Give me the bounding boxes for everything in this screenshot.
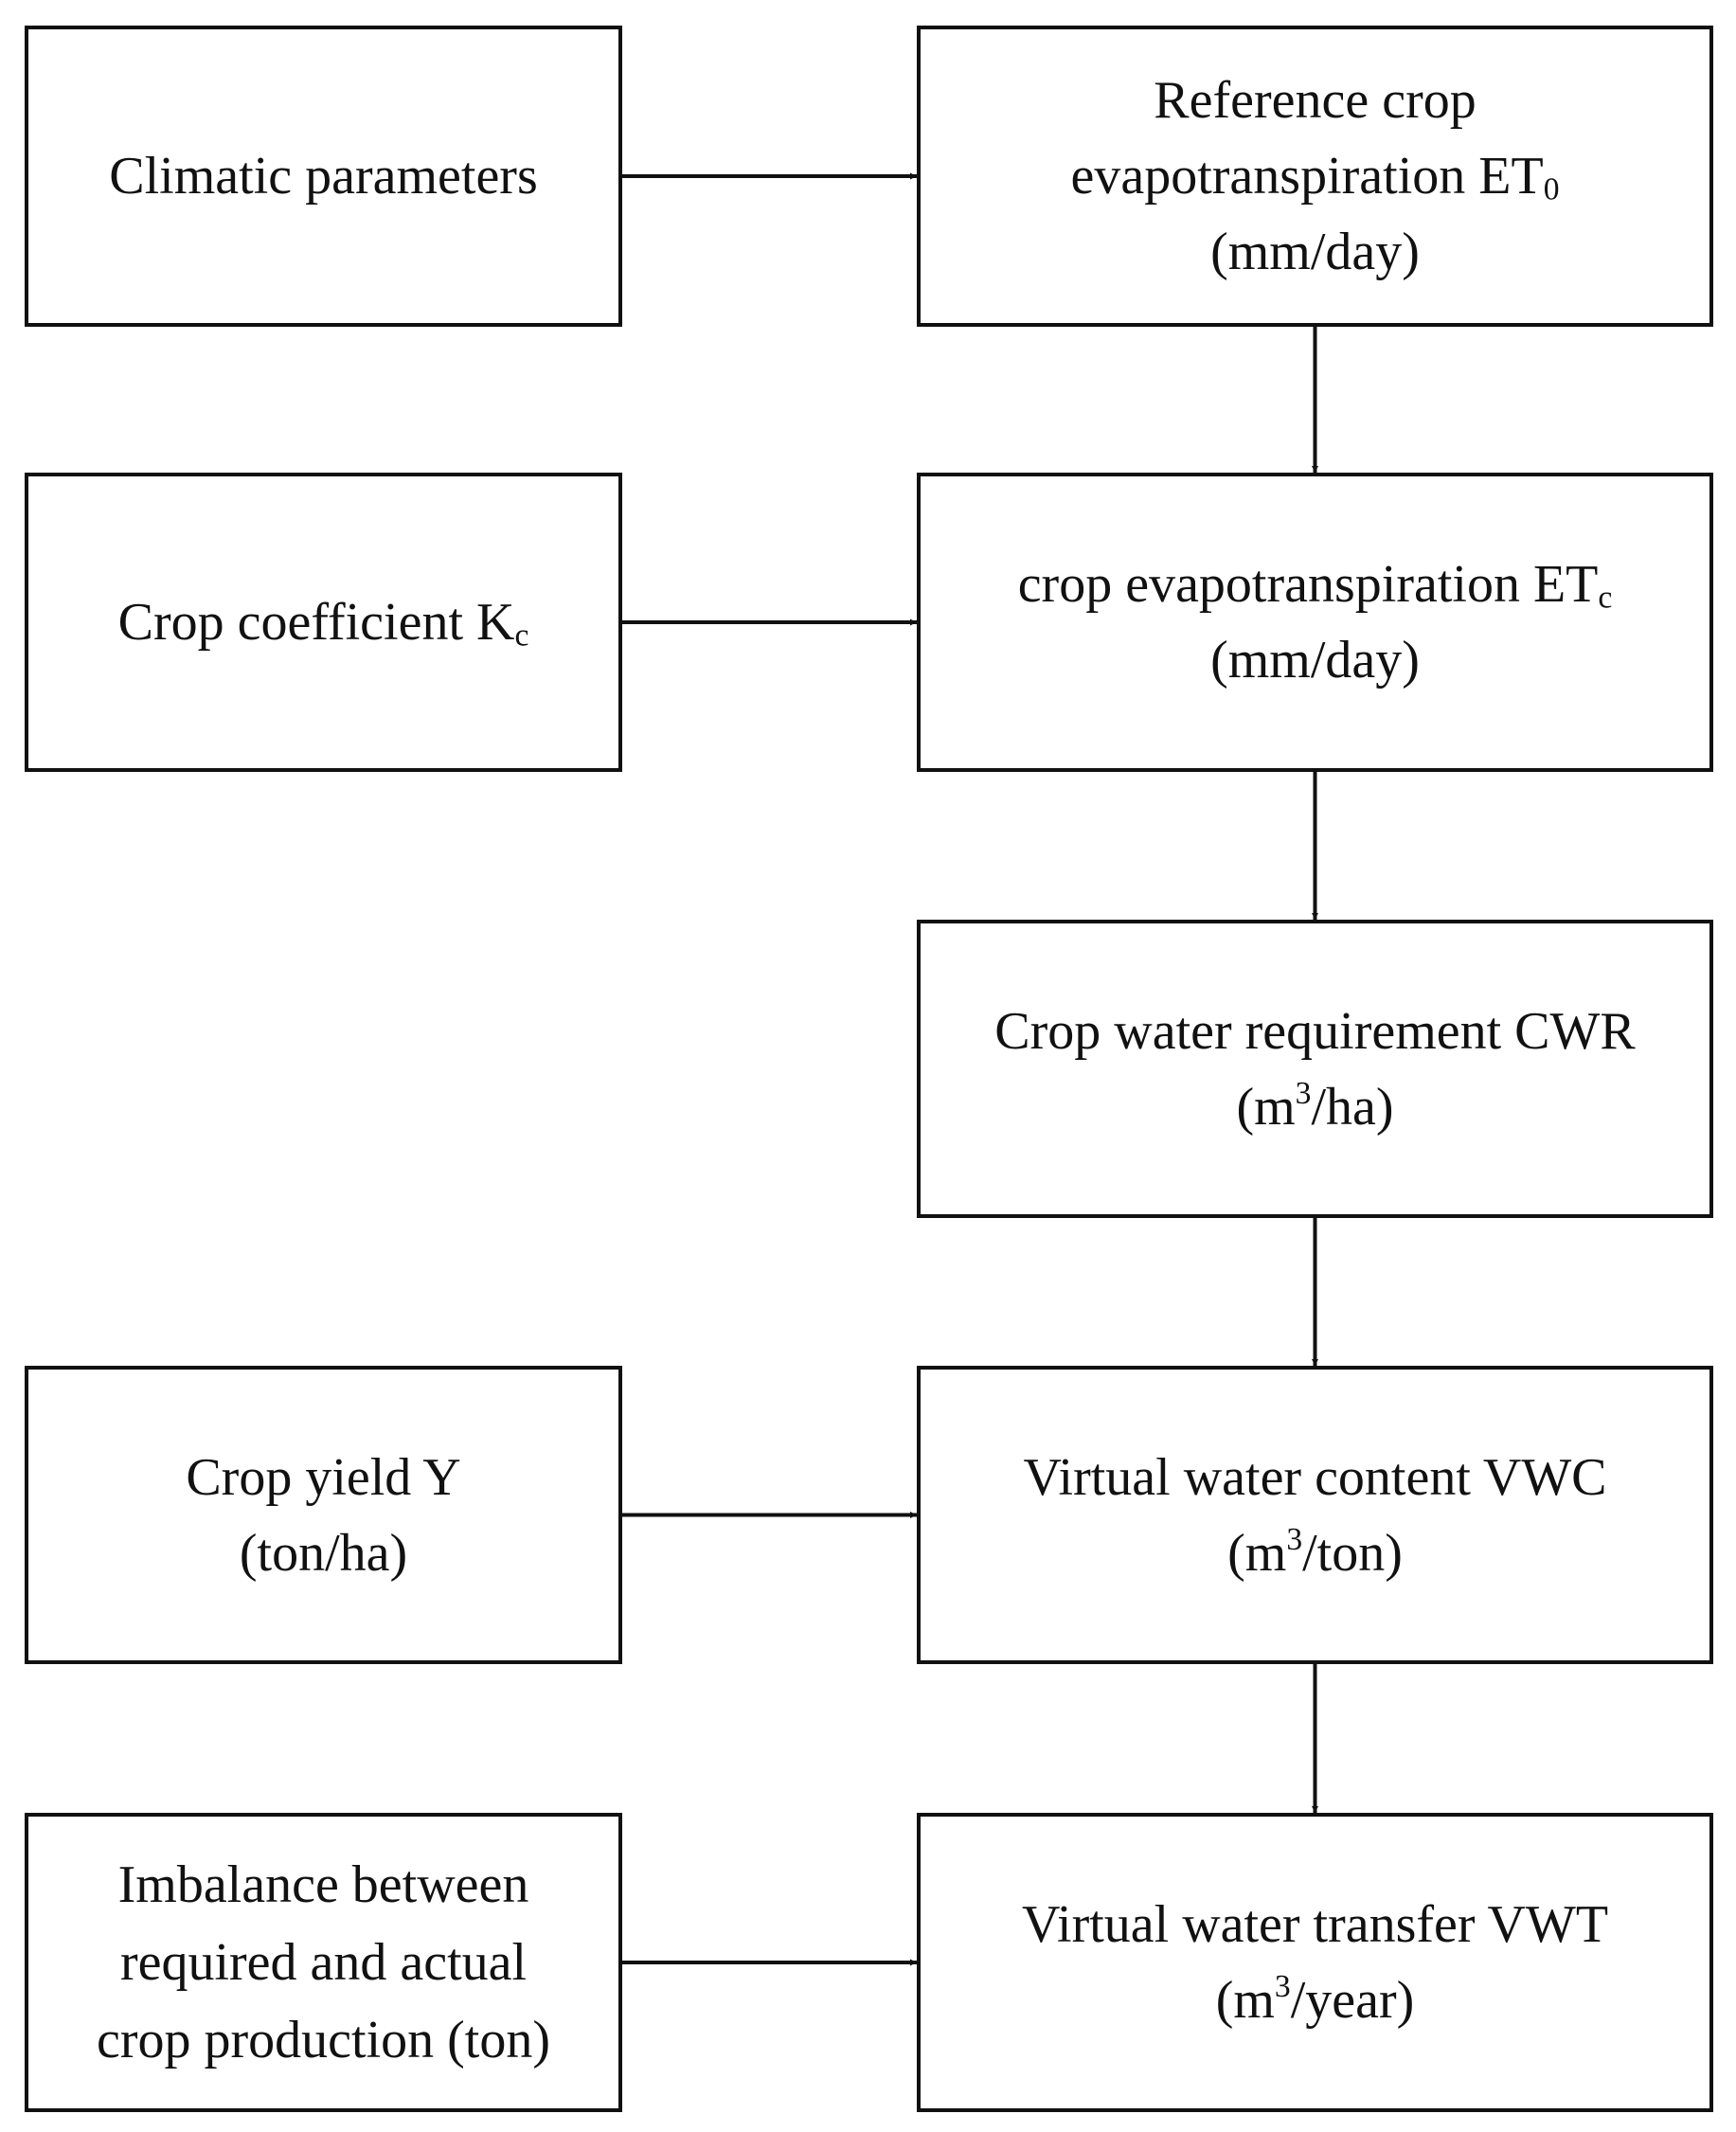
node-label: Crop coefficient Kc	[117, 593, 529, 654]
node-label: Virtual water transfer VWT	[1021, 1895, 1609, 1954]
node-label: Climatic parameters	[109, 147, 538, 206]
node-label: Crop water requirement CWR	[994, 1001, 1636, 1061]
node-imbalance: Imbalance between required and actual cr…	[25, 1813, 622, 2112]
node-unit: (m3/ha)	[1236, 1075, 1394, 1137]
node-label: evapotranspiration ET0	[1070, 147, 1560, 207]
node-reference-et0: Reference crop evapotranspiration ET0 (m…	[917, 26, 1713, 327]
node-label: Reference crop	[1154, 71, 1476, 130]
node-crop-water-requirement: Crop water requirement CWR (m3/ha)	[917, 920, 1713, 1218]
node-label: crop production (ton)	[97, 2011, 550, 2069]
node-climatic-parameters: Climatic parameters	[25, 26, 622, 327]
node-crop-yield: Crop yield Y (ton/ha)	[25, 1366, 622, 1664]
node-unit: (mm/day)	[1210, 223, 1420, 281]
node-unit: (m3/year)	[1215, 1969, 1415, 2030]
edges-group	[622, 172, 1318, 1966]
node-label: Imbalance between	[117, 1855, 529, 1914]
node-label: Crop yield Y	[186, 1447, 461, 1507]
node-unit: (ton/ha)	[239, 1523, 408, 1583]
node-crop-coefficient: Crop coefficient Kc	[25, 473, 622, 772]
node-label: required and actual	[119, 1933, 528, 1992]
node-unit: (m3/ton)	[1227, 1521, 1403, 1583]
node-crop-etc: crop evapotranspiration ETc (mm/day)	[917, 473, 1713, 772]
node-unit: (mm/day)	[1210, 631, 1420, 690]
node-virtual-water-transfer: Virtual water transfer VWT (m3/year)	[917, 1813, 1713, 2112]
node-label: Virtual water content VWC	[1023, 1447, 1607, 1507]
node-label: crop evapotranspiration ETc	[1017, 555, 1613, 616]
node-virtual-water-content: Virtual water content VWC (m3/ton)	[917, 1366, 1713, 1664]
